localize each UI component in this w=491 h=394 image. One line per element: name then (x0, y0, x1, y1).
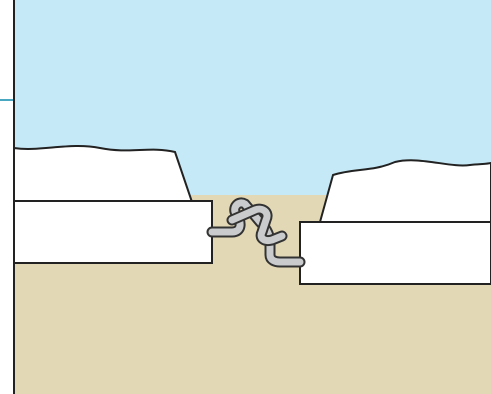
left-ice-mound (14, 146, 192, 202)
right-block (300, 222, 491, 284)
left-block (14, 201, 212, 263)
